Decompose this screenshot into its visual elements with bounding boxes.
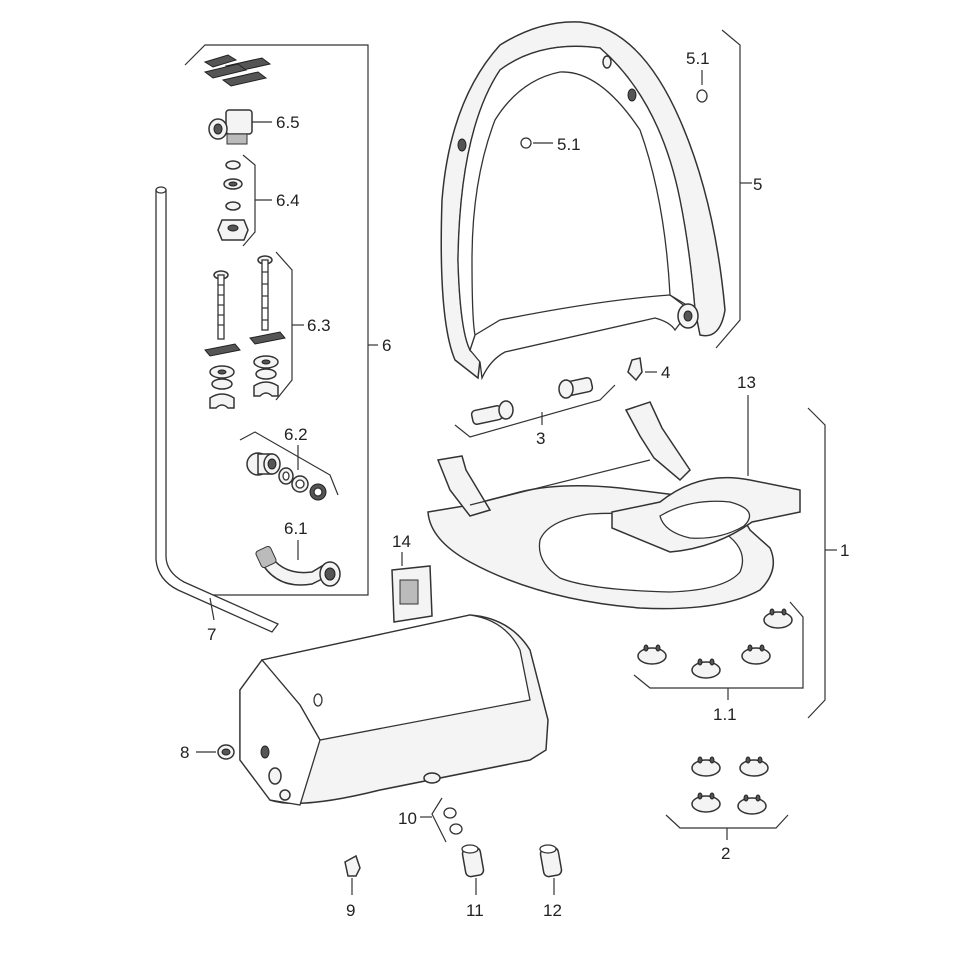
label-10: 10 [398, 809, 417, 828]
label-6-3: 6.3 [307, 316, 331, 335]
label-6-4: 6.4 [276, 191, 300, 210]
part-6-3-bolts[interactable] [204, 251, 304, 409]
label-5: 5 [753, 175, 762, 194]
part-10-o-rings[interactable] [420, 797, 463, 843]
label-14: 14 [392, 532, 411, 551]
part-3-hinge-pins[interactable] [454, 377, 616, 438]
part-9-valve[interactable] [344, 854, 361, 895]
part-6-1-connection-hose[interactable] [255, 540, 341, 587]
label-13: 13 [737, 373, 756, 392]
part-2-bumpers[interactable] [665, 756, 789, 840]
label-6-5: 6.5 [276, 113, 300, 132]
part-6-5-tee-fitting[interactable] [203, 54, 272, 145]
label-6-2: 6.2 [284, 425, 308, 444]
part-7-supply-pipe[interactable] [155, 186, 280, 633]
label-12: 12 [543, 901, 562, 920]
part-5-lid[interactable] [440, 21, 752, 381]
label-4: 4 [661, 363, 670, 382]
part-1-1-bumpers[interactable] [633, 601, 804, 700]
label-7: 7 [207, 625, 216, 644]
label-2: 2 [721, 844, 730, 863]
label-1-1: 1.1 [713, 705, 737, 724]
label-11: 11 [466, 901, 484, 920]
part-11-filter[interactable] [461, 844, 485, 895]
group-6-bracket [184, 44, 378, 596]
label-3: 3 [536, 429, 545, 448]
housing-unit[interactable] [239, 614, 549, 806]
label-8: 8 [180, 743, 189, 762]
part-8-cap[interactable] [196, 744, 235, 760]
label-5-1-lid: 5.1 [557, 135, 581, 154]
label-9: 9 [346, 901, 355, 920]
part-4-clip[interactable] [627, 357, 657, 382]
label-6-1: 6.1 [284, 519, 308, 538]
part-12-filter[interactable] [539, 844, 563, 895]
label-5-1-top: 5.1 [686, 49, 710, 68]
label-1: 1 [840, 541, 849, 560]
part-6-4-nuts-washers[interactable] [217, 154, 272, 247]
label-6: 6 [382, 336, 391, 355]
part-6-2-adapter-washers[interactable] [239, 431, 339, 501]
part-13-tray[interactable] [611, 395, 801, 553]
part-14-bracket[interactable] [391, 552, 433, 623]
